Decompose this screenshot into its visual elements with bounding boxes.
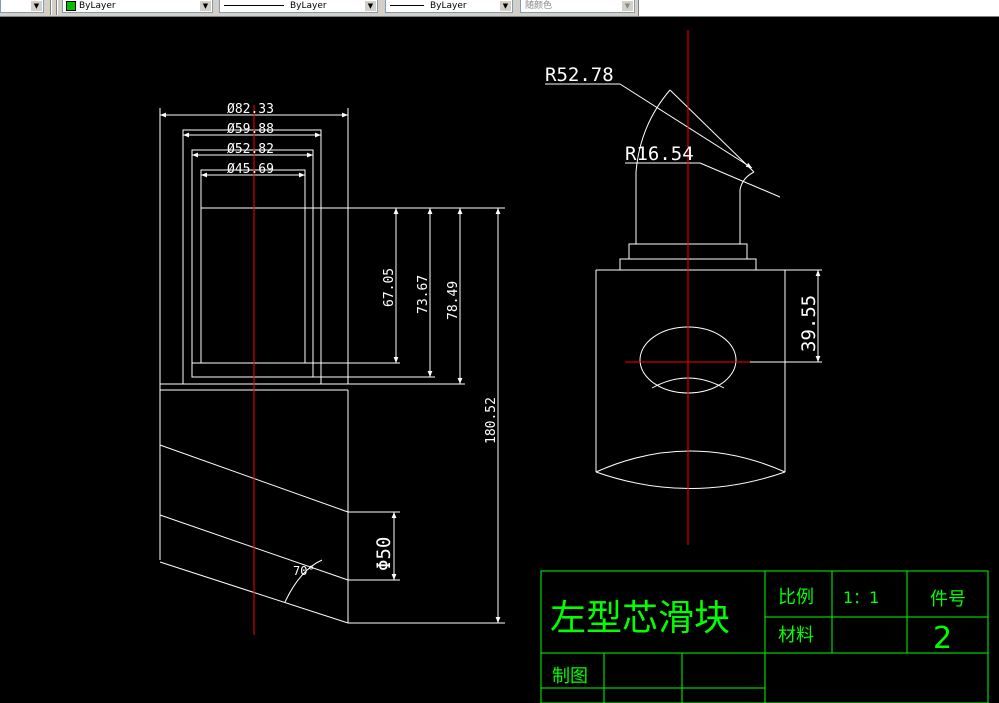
scale-value: 1：1	[843, 588, 879, 607]
dim-d4: Ø45.69	[227, 162, 274, 177]
dropdown-arrow-icon[interactable]: ▼	[500, 1, 511, 11]
dropdown-arrow-icon[interactable]: ▼	[365, 1, 376, 11]
plotstyle-combo-value: 随颜色	[525, 1, 553, 11]
toolbar-separator	[50, 0, 52, 15]
dim-h3: 78.49	[446, 281, 461, 320]
centerlines	[253, 30, 750, 635]
dim-d3: Ø52.82	[227, 142, 274, 157]
dim-angle: 70°	[293, 564, 315, 578]
dim-d2: Ø59.88	[227, 122, 274, 137]
left-view-top-body	[159, 108, 505, 385]
lineweight-combo-value: ByLayer	[430, 1, 467, 11]
dim-h4: 180.52	[484, 397, 499, 444]
part-no-label: 件号	[930, 589, 966, 610]
dim-r2: R16.54	[625, 143, 694, 165]
toolbar-separator	[56, 0, 58, 15]
drawing-canvas[interactable]: Ø82.33 Ø59.88 Ø52.82 Ø45.69 67.05 73.67 …	[0, 16, 999, 703]
linetype-sample-icon	[224, 5, 284, 6]
dropdown-arrow-icon[interactable]: ▼	[31, 1, 42, 11]
drawn-label: 制图	[552, 666, 588, 687]
toolbar-empty-area	[638, 0, 999, 16]
part-name: 左型芯滑块	[550, 598, 730, 639]
material-label: 材料	[778, 625, 814, 646]
lineweight-sample-icon	[390, 5, 424, 6]
left-view-dimension-lines	[159, 108, 501, 623]
prev-combo[interactable]: ▼	[0, 0, 44, 13]
color-control-combo[interactable]: ByLayer ▼	[62, 0, 213, 13]
linetype-control-combo[interactable]: ByLayer ▼	[219, 0, 378, 13]
left-view-lower-body	[159, 384, 505, 624]
dim-h1: 67.05	[382, 268, 397, 307]
plotstyle-control-combo[interactable]: 随颜色 ▼	[520, 0, 635, 13]
color-combo-value: ByLayer	[79, 1, 116, 11]
dim-d1: Ø82.33	[227, 102, 274, 117]
dim-h2: 73.67	[416, 275, 431, 314]
scale-label: 比例	[778, 587, 814, 608]
color-swatch-icon	[66, 0, 76, 11]
dim-h5: 39.55	[798, 295, 820, 352]
dim-phi50: Φ50	[373, 537, 395, 571]
dim-r1: R52.78	[545, 64, 614, 86]
linetype-combo-value: ByLayer	[290, 1, 327, 11]
properties-toolbar: ▼ ByLayer ▼ ByLayer ▼ ByLayer ▼ 随颜色 ▼	[0, 0, 999, 17]
part-no-value: 2	[933, 621, 952, 656]
title-block	[540, 570, 989, 703]
dropdown-arrow-icon[interactable]: ▼	[200, 1, 211, 11]
lineweight-control-combo[interactable]: ByLayer ▼	[385, 0, 513, 13]
dropdown-arrow-icon[interactable]: ▼	[622, 1, 633, 11]
